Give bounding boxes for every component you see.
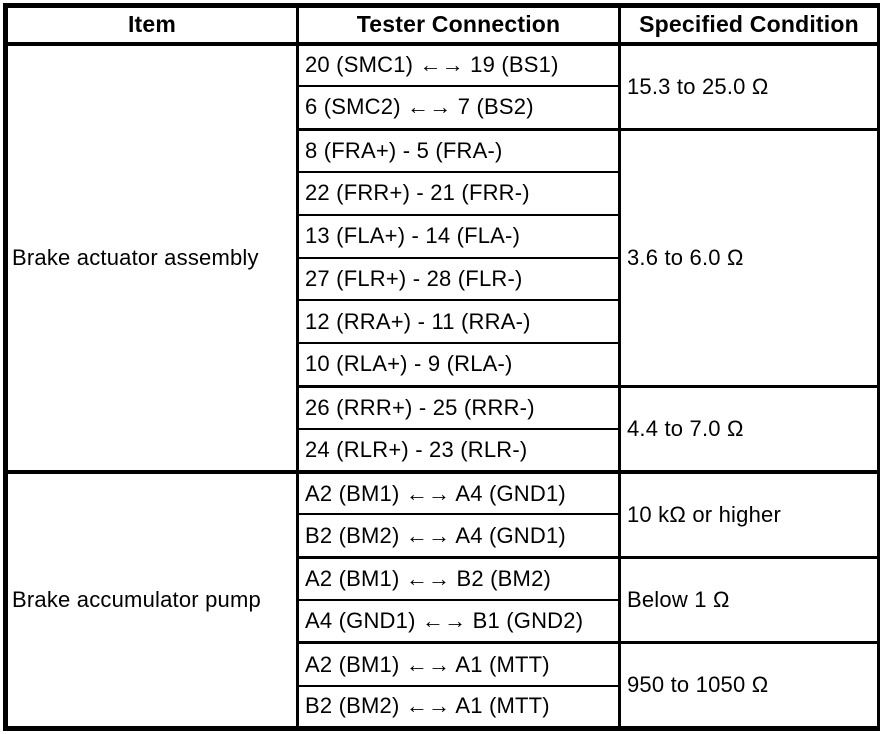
column-header-specified-condition: Specified Condition: [618, 5, 880, 46]
tester-connection-cell: 26 (RRR+) - 25 (RRR-): [296, 384, 620, 429]
specified-condition-cell: 4.4 to 7.0 Ω: [618, 384, 880, 472]
specified-condition-cell: 3.6 to 6.0 Ω: [618, 127, 880, 386]
specified-condition-cell: 15.3 to 25.0 Ω: [618, 41, 880, 130]
table-row: 22 (FRR+) - 21 (FRR-): [6, 170, 880, 215]
header-row: Item Tester Connection Specified Conditi…: [5, 5, 880, 46]
table-row: 26 (RRR+) - 25 (RRR-)4.4 to 7.0 Ω: [6, 384, 880, 472]
tester-connection-cell: B2 (BM2) ←→ A4 (GND1): [296, 513, 620, 558]
table-row: 12 (RRA+) - 11 (RRA-): [6, 299, 880, 344]
specified-condition-cell: Below 1 Ω: [618, 555, 880, 643]
specified-condition-cell: 950 to 1050 Ω: [618, 641, 880, 729]
table-row: 10 (RLA+) - 9 (RLA-): [6, 342, 880, 386]
table-row: 27 (FLR+) - 28 (FLR-): [6, 256, 880, 301]
tester-connection-cell: 22 (FRR+) - 21 (FRR-): [296, 170, 620, 215]
table-row: A4 (GND1) ←→ B1 (GND2): [6, 599, 880, 643]
table-row: 13 (FLA+) - 14 (FLA-): [6, 213, 880, 258]
tester-connection-cell: 20 (SMC1) ←→ 19 (BS1): [296, 41, 620, 87]
tester-connection-cell: 8 (FRA+) - 5 (FRA-): [296, 127, 620, 172]
column-header-tester-connection: Tester Connection: [296, 5, 620, 46]
item-cell: Brake actuator assembly: [5, 41, 298, 472]
column-header-item: Item: [5, 5, 298, 46]
item-cell: Brake accumulator pump: [5, 469, 298, 729]
table-row: A2 (BM1) ←→ B2 (BM2)Below 1 Ω: [6, 555, 880, 643]
table-row: 6 (SMC2) ←→ 7 (BS2): [6, 85, 880, 130]
resistance-spec-table: Item Tester Connection Specified Conditi…: [3, 3, 880, 731]
specified-condition-cell: 10 kΩ or higher: [618, 469, 880, 558]
tester-connection-cell: A2 (BM1) ←→ A1 (MTT): [296, 641, 620, 686]
table-row: 24 (RLR+) - 23 (RLR-): [6, 427, 880, 472]
tester-connection-cell: A4 (GND1) ←→ B1 (GND2): [296, 599, 620, 643]
tester-connection-cell: A2 (BM1) ←→ A4 (GND1): [296, 469, 620, 515]
tester-connection-cell: 6 (SMC2) ←→ 7 (BS2): [296, 85, 620, 130]
tester-connection-cell: 13 (FLA+) - 14 (FLA-): [296, 213, 620, 258]
table-row: B2 (BM2) ←→ A4 (GND1): [6, 513, 880, 558]
tester-connection-cell: A2 (BM1) ←→ B2 (BM2): [296, 555, 620, 601]
table-row: 8 (FRA+) - 5 (FRA-)3.6 to 6.0 Ω: [6, 127, 880, 386]
tester-connection-cell: 24 (RLR+) - 23 (RLR-): [296, 427, 620, 472]
tester-connection-cell: B2 (BM2) ←→ A1 (MTT): [296, 684, 620, 729]
table-row: B2 (BM2) ←→ A1 (MTT): [6, 684, 880, 729]
tester-connection-cell: 12 (RRA+) - 11 (RRA-): [296, 299, 620, 344]
tester-connection-cell: 27 (FLR+) - 28 (FLR-): [296, 256, 620, 301]
tester-connection-cell: 10 (RLA+) - 9 (RLA-): [296, 342, 620, 386]
table-row: A2 (BM1) ←→ A1 (MTT)950 to 1050 Ω: [6, 641, 880, 729]
